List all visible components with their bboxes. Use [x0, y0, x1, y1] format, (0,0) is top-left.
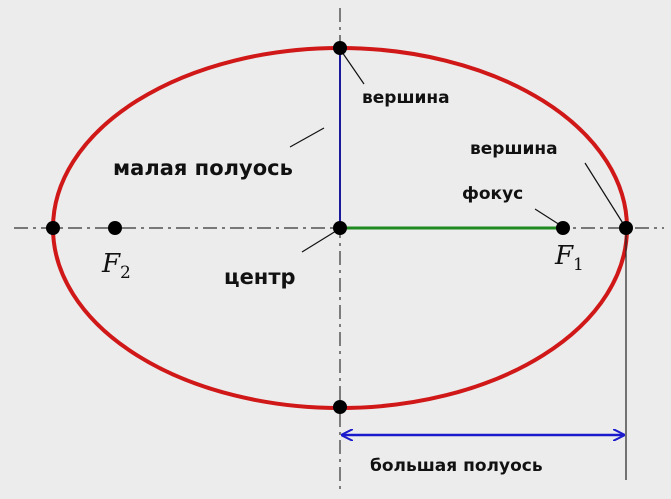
label-focus: фокус — [462, 184, 523, 204]
label-f2: F2 — [101, 249, 131, 283]
label-f1: F1 — [554, 241, 584, 275]
vertex-bottom-point — [333, 400, 347, 414]
vertex-left-point — [46, 221, 60, 235]
points — [46, 41, 633, 414]
label-center: центр — [224, 265, 296, 289]
leader-lines — [289, 51, 625, 253]
label-minor-semiaxis: малая полуось — [113, 156, 293, 180]
label-major-semiaxis: большая полуось — [370, 456, 543, 476]
label-vertex-right: вершина — [470, 139, 558, 159]
focus-f1-point — [556, 221, 570, 235]
label-vertex-top: вершина — [362, 88, 450, 108]
vertex-top-point — [333, 41, 347, 55]
center-point — [333, 221, 347, 235]
vertex-right-point — [619, 221, 633, 235]
focus-f2-point — [108, 221, 122, 235]
